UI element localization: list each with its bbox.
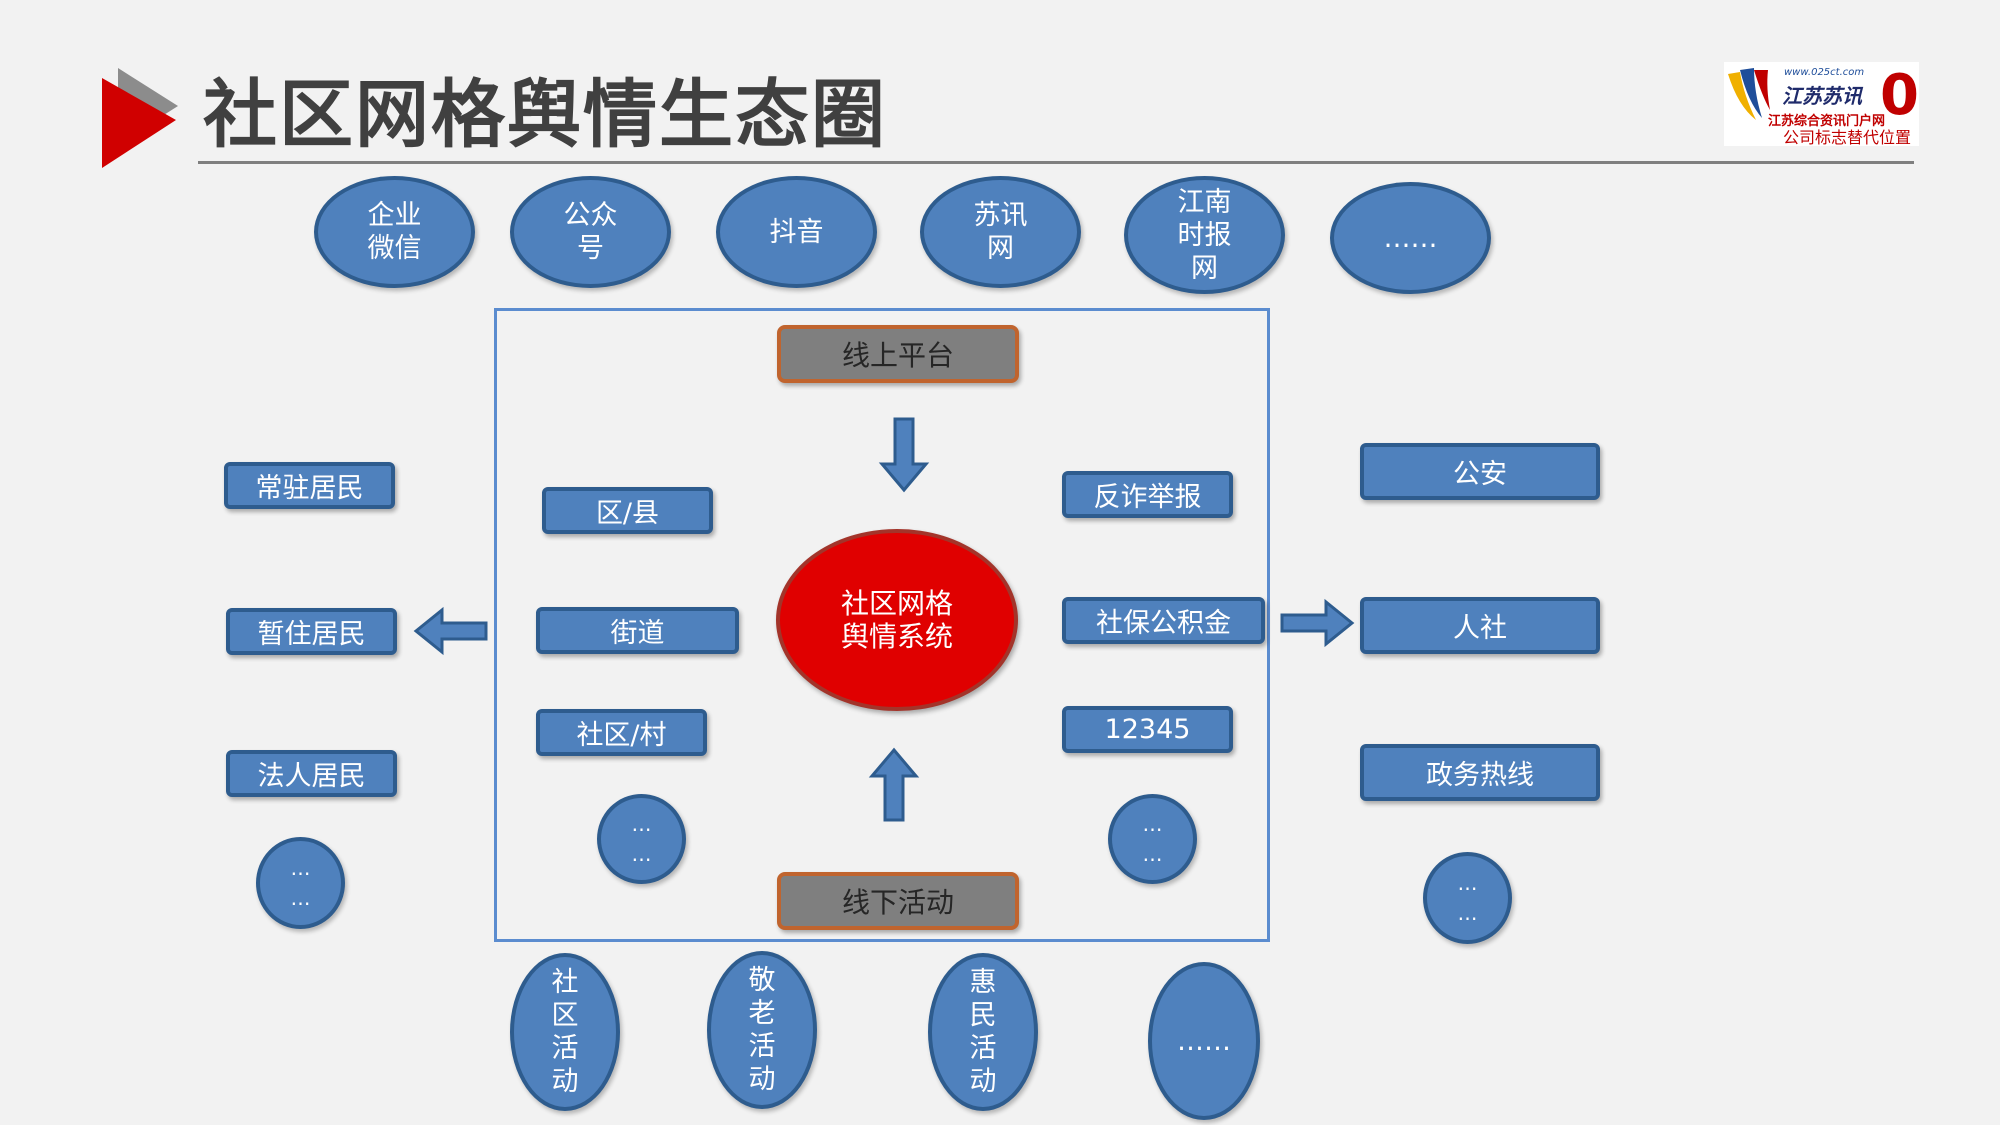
logo-subtitle: 江苏综合资讯门户网 (1768, 114, 1886, 129)
arrow-left-icon (413, 606, 488, 656)
channel-douyin: 抖音 (716, 176, 877, 288)
channel-suxun-net: 苏讯 网 (920, 176, 1081, 288)
offline-activity-box: 线下活动 (777, 872, 1019, 930)
page-title: 社区网格舆情生态圈 (203, 72, 887, 158)
resident-more: … … (256, 837, 345, 929)
title-arrow-icon (102, 68, 178, 168)
logo-name: 江苏苏讯 (1782, 84, 1862, 108)
inner-community-village: 社区/村 (536, 709, 707, 756)
inner-anti-fraud-report: 反诈举报 (1062, 471, 1233, 518)
resident-temporary: 暂住居民 (226, 608, 397, 655)
online-platform-box: 线上平台 (777, 325, 1019, 383)
channel-jiangnan-times: 江南 时报 网 (1124, 176, 1285, 294)
inner-street: 街道 (536, 607, 739, 654)
title-divider (198, 161, 1914, 164)
channel-enterprise-wechat: 企业 微信 (314, 176, 475, 288)
inner-left-more: … … (597, 794, 686, 884)
channel-official-account: 公众 号 (510, 176, 671, 288)
arrow-right-icon (1280, 598, 1355, 648)
arrow-down-icon (878, 417, 930, 493)
inner-right-more: … … (1108, 794, 1197, 884)
inner-social-security-fund: 社保公积金 (1062, 597, 1265, 644)
resident-legal-entity: 法人居民 (226, 750, 397, 797)
logo-number: 0 (1880, 63, 1919, 128)
logo-url-text: www.025ct.com (1784, 67, 1865, 78)
dept-government-hotline: 政务热线 (1360, 744, 1600, 801)
logo-swoosh-icon (1728, 68, 1770, 120)
event-elderly-care-activity: 敬 老 活 动 (707, 951, 817, 1109)
system-frame (494, 308, 1270, 942)
event-public-benefit-activity: 惠 民 活 动 (928, 953, 1038, 1111)
channel-more: …… (1330, 182, 1491, 294)
inner-district-county: 区/县 (542, 487, 713, 534)
inner-hotline-12345: 12345 (1062, 706, 1233, 753)
logo-placeholder-caption: 公司标志替代位置 (1783, 128, 1912, 147)
resident-permanent: 常驻居民 (224, 462, 395, 509)
dept-public-security: 公安 (1360, 443, 1600, 500)
dept-more: … … (1423, 852, 1512, 944)
event-community-activity: 社 区 活 动 (510, 953, 620, 1111)
central-system-node: 社区网格 舆情系统 (776, 529, 1018, 711)
dept-human-resources: 人社 (1360, 597, 1600, 654)
event-more: …… (1148, 962, 1260, 1120)
arrow-up-icon (868, 747, 920, 822)
